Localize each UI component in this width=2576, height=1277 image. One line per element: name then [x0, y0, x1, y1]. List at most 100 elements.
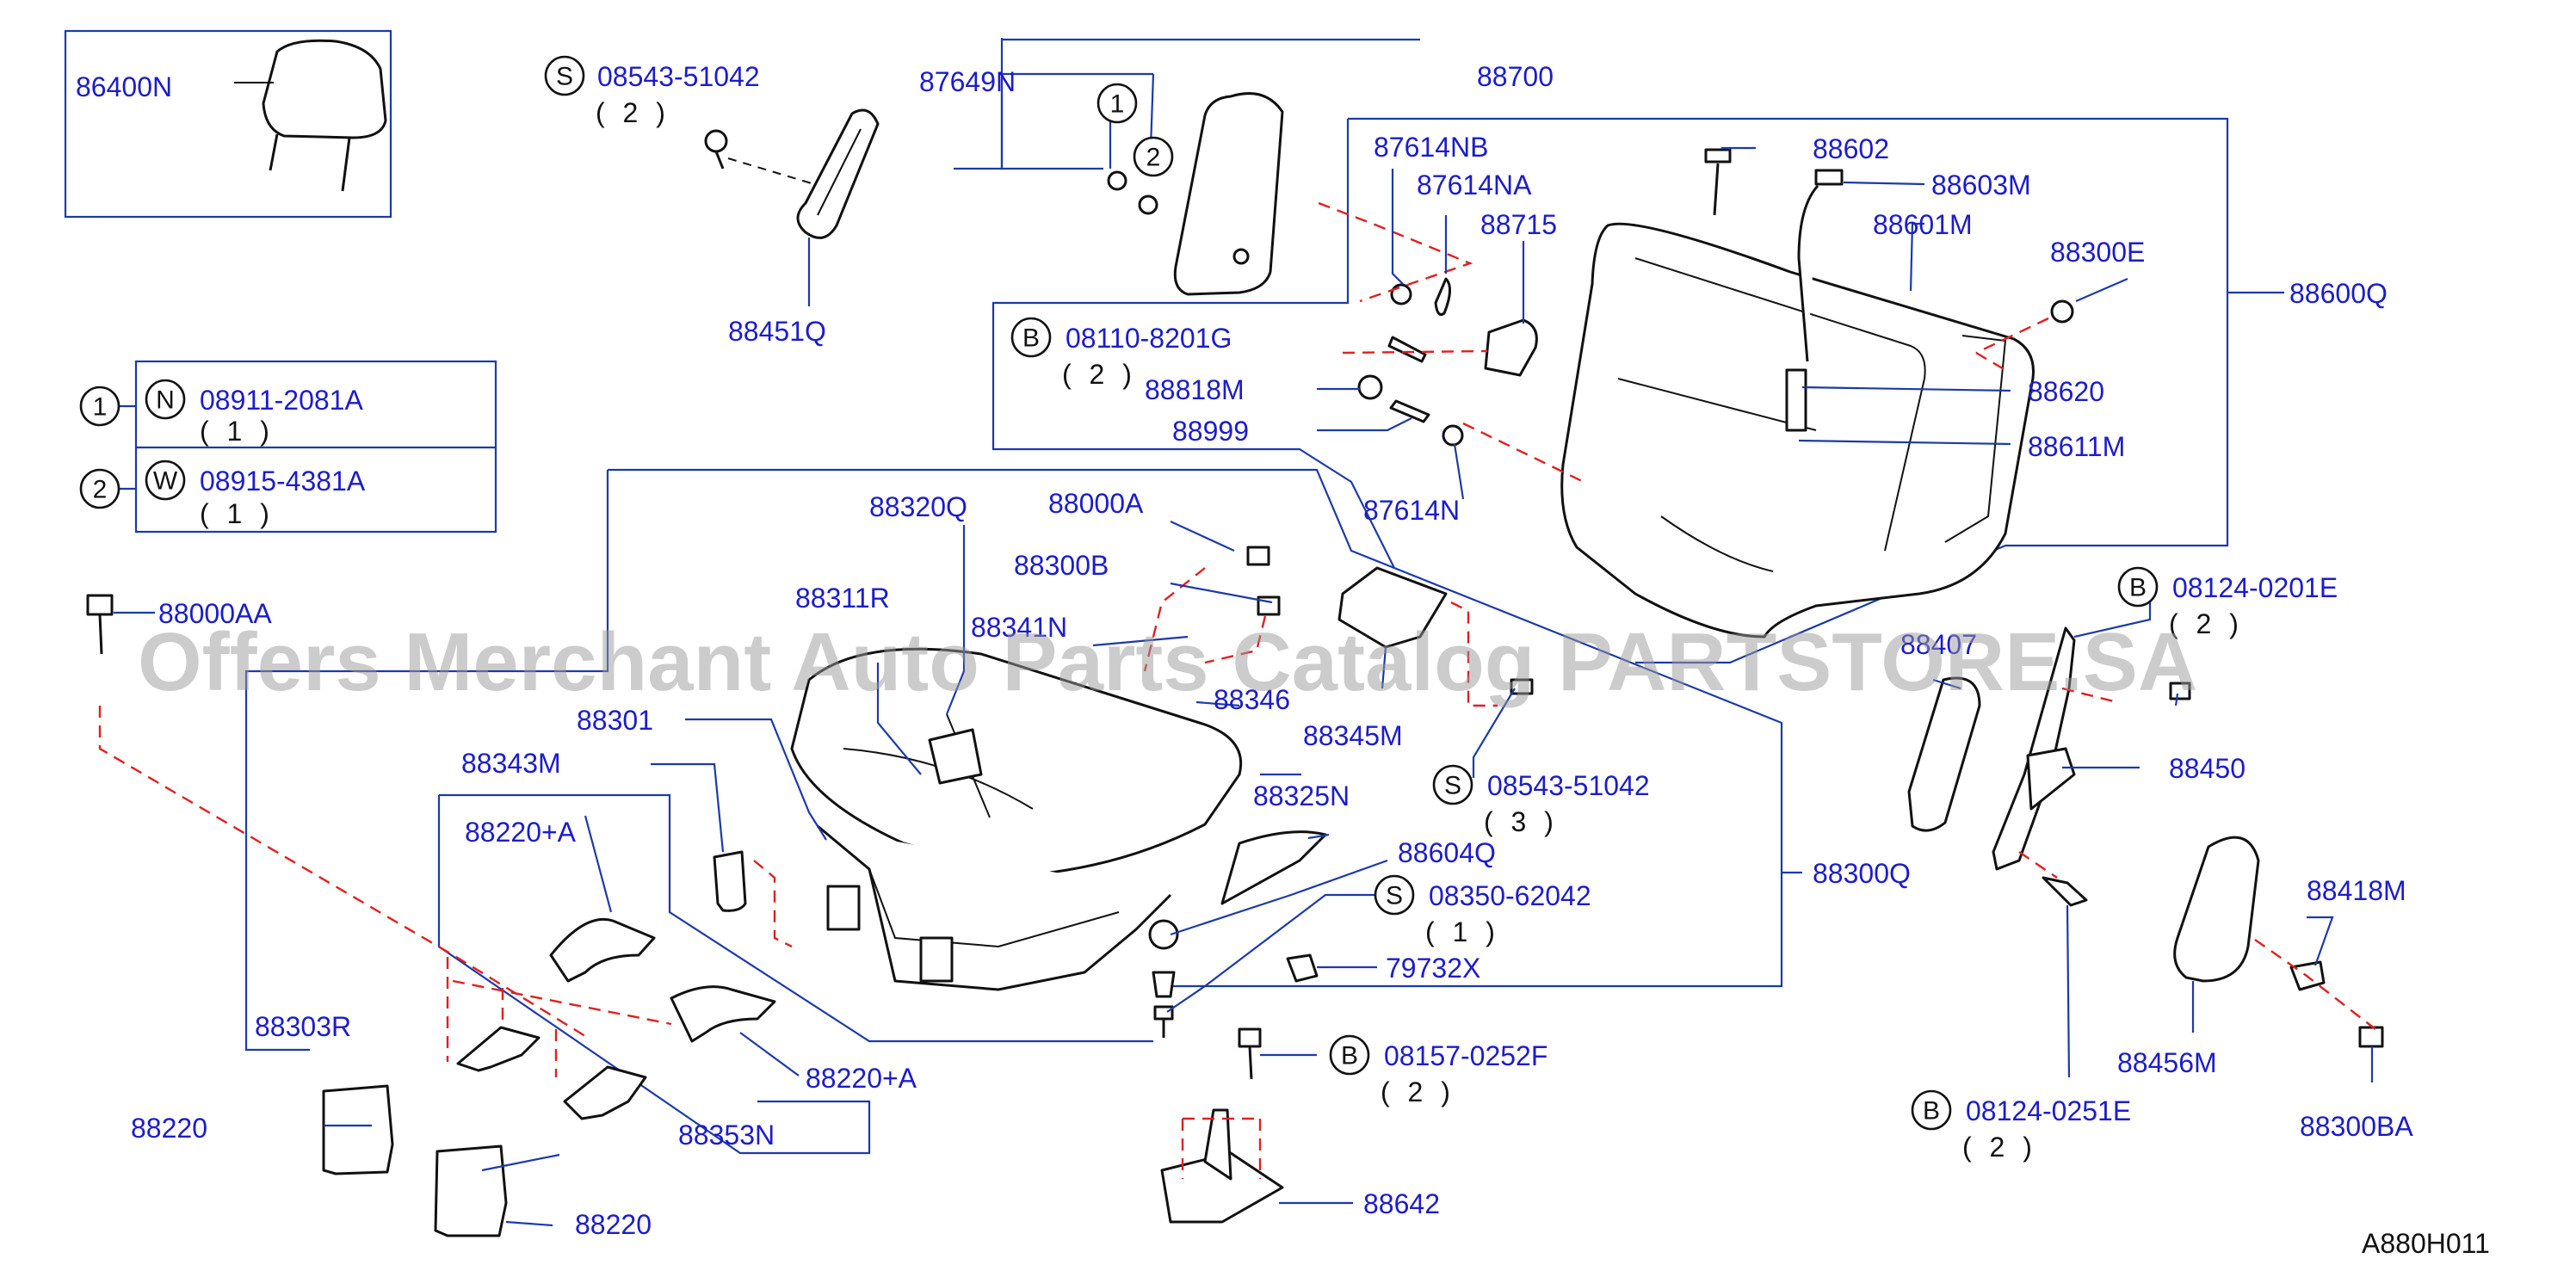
part-88450-drawing	[1907, 626, 2191, 907]
label-88345M: 88345M	[1303, 720, 1403, 751]
svg-text:B: B	[1341, 1042, 1358, 1070]
svg-text:08911-2081A: 08911-2081A	[200, 385, 363, 416]
svg-text:08157-0252F: 08157-0252F	[1384, 1040, 1547, 1071]
label-88220-1: 88220	[131, 1113, 207, 1144]
label-88818M: 88818M	[1145, 374, 1245, 405]
frame-88700	[954, 40, 1004, 170]
label-88343M: 88343M	[461, 748, 561, 779]
label-88000AA: 88000AA	[158, 598, 272, 629]
label-88451Q: 88451Q	[728, 316, 826, 347]
label-88456M: 88456M	[2117, 1047, 2217, 1078]
label-88300Q: 88300Q	[1813, 858, 1911, 889]
frame-88600Q	[1348, 117, 2229, 664]
label-79732X: 79732X	[1386, 953, 1480, 984]
svg-text:08350-62042: 08350-62042	[1429, 880, 1591, 911]
part-88642-drawing	[1160, 1027, 1284, 1224]
bolt-callout-s1: S 08543-51042 ( 2 )	[544, 55, 760, 128]
part-88220-drawing	[322, 1084, 508, 1237]
label-88303R: 88303R	[255, 1011, 351, 1042]
label-88642: 88642	[1363, 1188, 1440, 1219]
frame-88220A	[439, 793, 1153, 1043]
part-88345M-drawing	[1337, 566, 1448, 649]
leader-lines	[114, 73, 2374, 1227]
part-88715-drawing	[1357, 277, 1538, 447]
part-88604Q-drawing	[1148, 919, 1319, 1038]
svg-text:( 1 ): ( 1 )	[200, 416, 275, 447]
part-88343M-drawing	[713, 850, 747, 912]
label-88611M: 88611M	[2028, 431, 2125, 462]
svg-text:N: N	[156, 386, 175, 415]
svg-text:08543-51042: 08543-51042	[597, 61, 760, 92]
bolt-callout-s3: S 08350-62042 ( 1 )	[1374, 874, 1591, 947]
callout-1-marker: 1	[1096, 83, 1138, 124]
legend-row-1: 1 N 08911-2081A ( 1 )	[79, 379, 363, 447]
watermark: Offers Merchant Auto Parts Catalog PARTS…	[138, 616, 2197, 708]
svg-text:W: W	[153, 467, 178, 496]
frame-08110	[991, 119, 1395, 569]
label-88311R: 88311R	[795, 583, 890, 614]
svg-text:( 2 ): ( 2 )	[596, 97, 670, 128]
label-88325N: 88325N	[1253, 780, 1350, 811]
label-88341N: 88341N	[971, 612, 1067, 643]
legend-row-2: 2 W 08915-4381A ( 1 )	[79, 460, 366, 529]
label-87614N: 87614N	[1363, 495, 1460, 526]
svg-text:( 1 ): ( 1 )	[200, 498, 275, 529]
label-88353N: 88353N	[678, 1120, 775, 1151]
svg-text:( 3 ): ( 3 )	[1484, 806, 1559, 837]
label-88220-2: 88220	[575, 1209, 652, 1240]
label-88450: 88450	[2169, 753, 2246, 784]
label-88300E: 88300E	[2050, 237, 2145, 268]
svg-text:B: B	[2129, 574, 2147, 602]
label-88346: 88346	[1214, 684, 1290, 715]
label-88700: 88700	[1477, 61, 1554, 92]
svg-text:S: S	[1386, 882, 1403, 910]
svg-text:08915-4381A: 08915-4381A	[200, 466, 366, 497]
svg-text:( 2 ): ( 2 )	[1962, 1132, 2037, 1163]
label-88418M: 88418M	[2307, 875, 2406, 906]
svg-text:B: B	[1923, 1097, 1940, 1126]
svg-text:( 2 ): ( 2 )	[1062, 359, 1137, 390]
label-88999: 88999	[1172, 416, 1249, 447]
svg-text:S: S	[1444, 772, 1461, 800]
part-88000AA-drawing	[86, 594, 114, 655]
label-88603M: 88603M	[1931, 170, 2031, 200]
svg-text:B: B	[1022, 324, 1040, 353]
seatback-drawing	[1560, 148, 2074, 638]
svg-text:08110-8201G: 08110-8201G	[1066, 323, 1232, 354]
bolt-callout-b1: B 08110-8201G ( 2 )	[1010, 317, 1232, 390]
label-88000A: 88000A	[1048, 488, 1144, 519]
svg-text:S: S	[556, 63, 573, 91]
svg-text:( 2 ): ( 2 )	[2169, 608, 2244, 639]
cushion-drawing	[790, 647, 1327, 991]
diagram-code: A880H011	[2362, 1228, 2490, 1259]
svg-text:08124-0251E: 08124-0251E	[1966, 1095, 2131, 1126]
svg-text:( 1 ): ( 1 )	[1425, 916, 1500, 947]
headrest-drawing	[234, 39, 387, 192]
bolt-callout-s2: S 08543-51042 ( 3 )	[1432, 764, 1650, 837]
label-88407: 88407	[1900, 629, 1977, 660]
svg-text:1: 1	[93, 393, 108, 422]
part-88456M-drawing	[2173, 836, 2384, 1048]
callout-2-marker: 2	[1133, 136, 1174, 177]
label-87614NB: 87614NB	[1374, 132, 1488, 163]
part-88700-drawing	[1107, 92, 1284, 296]
part-88220A-drawing	[549, 917, 776, 1043]
label-88601M: 88601M	[1873, 209, 1973, 240]
label-88604Q: 88604Q	[1398, 837, 1496, 868]
label-88300B: 88300B	[1014, 550, 1109, 581]
svg-text:08124-0201E: 08124-0201E	[2172, 572, 2338, 603]
bolt-callout-b2: B 08157-0252F ( 2 )	[1329, 1034, 1547, 1107]
part-88451Q-drawing	[704, 108, 880, 306]
label-88300BA: 88300BA	[2300, 1111, 2413, 1142]
bolt-callout-b4: B 08124-0251E ( 2 )	[1911, 1089, 2131, 1163]
headrest-box	[64, 29, 392, 219]
assembly-lines	[98, 201, 2376, 1179]
label-88301: 88301	[577, 705, 653, 736]
label-88715: 88715	[1480, 209, 1557, 240]
svg-text:08543-51042: 08543-51042	[1487, 770, 1650, 801]
frame-88300Q	[608, 468, 1783, 988]
label-86400N: 86400N	[76, 71, 172, 102]
svg-text:1: 1	[1110, 90, 1125, 119]
label-88600Q: 88600Q	[2289, 278, 2388, 309]
